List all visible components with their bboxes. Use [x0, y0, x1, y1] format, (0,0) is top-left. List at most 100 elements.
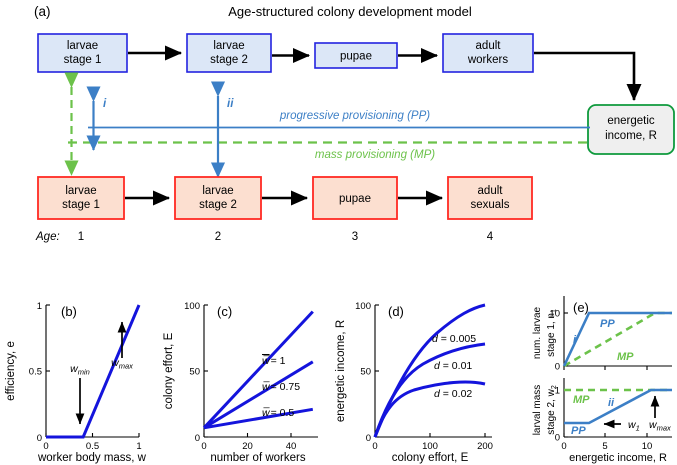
panel-e-bottom-series-pp: [564, 388, 672, 425]
energetic-income-box: energetic income, R: [587, 104, 675, 155]
sexual-box-2-line1: pupae: [339, 193, 371, 205]
panel-c-ylabel: colony effort, E: [163, 332, 175, 409]
panel-b-xticklabel-1: 0.5: [86, 441, 99, 452]
worker-box-0-line1: larvae: [67, 40, 98, 52]
panel-d-xticklabel-0: 0: [372, 441, 377, 452]
sexual-box-adult-sexuals: adult sexuals: [447, 176, 533, 220]
panel-e-top-annotation-i: i: [573, 334, 577, 346]
panel-d-ylabel: energetic income, R: [335, 320, 347, 422]
panel-d-series-d002: [373, 380, 486, 438]
age-value-1: 2: [215, 231, 221, 243]
panel-e-top-series-pp: [562, 311, 672, 367]
panel-b-series-efficiency: [46, 304, 141, 439]
age-value-0: 1: [78, 231, 84, 243]
panel-e-bottom-yticklabel-0: 0: [555, 433, 560, 444]
panel-e-top-annotation-pp: PP: [600, 318, 615, 330]
panel-c-label-w075: = 0.75: [271, 381, 301, 393]
svg-text:w̅= 1: w̅= 1: [262, 355, 286, 367]
panel-b-xlabel: worker body mass, w: [37, 452, 147, 464]
panel-d-xticklabel-1: 100: [422, 441, 438, 452]
panel-c-series-w1: [202, 310, 314, 429]
panel-d-annotation-d002: d = 0.02: [434, 388, 472, 400]
worker-box-3-line2: workers: [467, 54, 509, 66]
panel-c-label-w1: = 1: [271, 355, 286, 367]
worker-box-3-line1: adult: [476, 40, 502, 52]
panel-e-bottom-xlabel: energetic income, R: [569, 452, 667, 464]
panel-a-title: Age-structured colony development model: [228, 4, 472, 19]
mp-label: mass provisioning (MP): [315, 149, 435, 161]
sexual-box-larvae-stage-1: larvae stage 1: [37, 176, 125, 220]
panel-c-yticklabel-1: 50: [189, 367, 200, 378]
worker-box-pupae: pupae: [314, 42, 398, 69]
sexual-box-pupae: pupae: [312, 176, 398, 220]
panel-b-xticklabel-0: 0: [37, 433, 42, 444]
worker-box-0-line2: stage 1: [64, 54, 102, 66]
age-label: Age:: [35, 231, 60, 243]
panel-e-bottom-annotation-w1: w1: [628, 419, 640, 433]
panel-c: 0 20 40 0 50 100 (c) w̅= 1 w̅= 0.75 w̅= …: [163, 301, 318, 464]
income-box-line2: income, R: [605, 130, 657, 142]
sexual-box-larvae-stage-2: larvae stage 2: [174, 176, 262, 220]
panel-d-xticklabel-2: 200: [477, 441, 493, 452]
income-box-line1: energetic: [607, 115, 655, 127]
panel-b-yticklabel-1: 0.5: [29, 367, 42, 378]
worker-box-larvae-stage-1: larvae stage 1: [37, 33, 128, 73]
panel-c-yticklabel-0: 0: [195, 433, 200, 444]
panel-c-xticklabel-2: 40: [286, 441, 297, 452]
panel-c-annotation-w075: w̅= 0.75: [262, 381, 300, 393]
worker-box-1-line2: stage 2: [210, 54, 248, 66]
panel-e-top-annotation-mp: MP: [617, 351, 634, 363]
worker-box-2-line1: pupae: [340, 51, 372, 63]
panel-e-top: 0 10 (e) i PP MP num. larvae stage 1, n1: [532, 296, 672, 373]
panel-c-xticklabel-0: 0: [201, 441, 206, 452]
panel-b-xticklabel-2: 1: [136, 441, 141, 452]
panel-d-annotation-d001: d = 0.01: [434, 360, 472, 372]
panel-a-label: (a): [34, 4, 51, 19]
panel-d: 0 100 200 0 50 100 (d) d = 0.005 d = 0.0…: [335, 301, 493, 464]
panel-e-bottom-xticklabel-1: 5: [602, 441, 607, 452]
panel-c-label-w05: = 0.5: [271, 407, 295, 419]
svg-text:w̅= 0.75: w̅= 0.75: [262, 381, 300, 393]
panel-b-ylabel: efficiency, e: [5, 341, 17, 401]
panel-c-label: (c): [217, 304, 232, 319]
panel-d-label: (d): [388, 304, 404, 319]
panel-c-xticklabel-1: 20: [242, 441, 253, 452]
panel-e-bottom-annotation-mp: MP: [573, 394, 590, 406]
worker-box-1-line1: larvae: [213, 40, 244, 52]
panel-e-bottom: 0 1 0 5 10 MP ii PP w1 wmax energetic in…: [532, 378, 672, 464]
panel-d-xlabel: colony effort, E: [392, 452, 469, 464]
panel-e-label: (e): [573, 300, 589, 315]
sexual-box-3-line2: sexuals: [471, 199, 510, 211]
sexual-box-1-line2: stage 2: [199, 199, 237, 211]
sexual-box-1-line1: larvae: [202, 185, 233, 197]
panel-e-top-yticklabel-0: 0: [555, 362, 560, 373]
panel-e-top-ylabel-line1: num. larvae: [532, 306, 543, 359]
panel-b-annotation-wmin: wmin: [70, 363, 90, 377]
sexual-box-0-line2: stage 1: [62, 199, 100, 211]
worker-to-income-arrow: [534, 51, 642, 102]
panel-e-top-ylabel-line2: stage 1, n1: [546, 309, 558, 357]
panel-d-yticklabel-1: 50: [360, 367, 371, 378]
pp-arrow-ii-label: ii: [227, 98, 234, 110]
panel-b-annotation-wmax: wmax: [111, 357, 133, 371]
panel-e-bottom-yticklabel-1: 1: [555, 386, 560, 397]
panel-d-annotation-d0005: d = 0.005: [432, 333, 476, 345]
panel-d-series-d001: [373, 342, 486, 438]
panel-e-bottom-annotation-wmax: wmax: [649, 419, 671, 433]
panel-e-bottom-ylabel-line1: larval mass: [532, 385, 543, 436]
panel-e-bottom-annotation-ii: ii: [608, 397, 615, 409]
age-value-3: 4: [487, 231, 494, 243]
panel-e-bottom-annotation-pp: PP: [571, 425, 586, 437]
panel-e-bottom-ylabel-line2: stage 2, w2: [546, 385, 558, 435]
age-value-2: 3: [352, 231, 358, 243]
pp-arrow-i-label: i: [103, 98, 107, 110]
panel-c-series-w075: [203, 360, 314, 430]
panel-d-yticklabel-0: 0: [366, 433, 371, 444]
panel-e-bottom-xticklabel-2: 10: [642, 441, 653, 452]
panel-c-annotation-w1: w̅= 1: [262, 355, 286, 367]
panel-c-annotation-w05: w̅= 0.5: [262, 407, 294, 419]
panel-e-bottom-xticklabel-0: 0: [561, 441, 566, 452]
panel-b-xticklabel-0b: 0: [43, 441, 48, 452]
panel-e-top-yticklabel-1: 10: [549, 309, 560, 320]
